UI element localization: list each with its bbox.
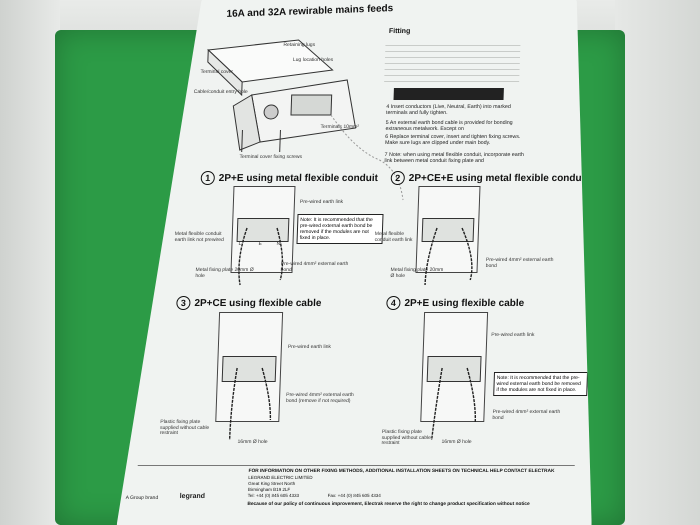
background-wall-left	[0, 0, 60, 525]
legrand-logo: legrand	[179, 493, 206, 500]
group-brand-text: A Group brand	[125, 495, 159, 501]
footer-fax: Fax: +44 (0) 845 605 4334	[327, 493, 381, 498]
footer-disclaimer: Because of our policy of continuous impr…	[247, 502, 530, 507]
top-exploded-diagram	[117, 0, 610, 525]
instruction-sheet: 16A and 32A rewirable mains feeds Retain…	[117, 0, 610, 525]
footer-tel: Tel: +44 (0) 845 605 4333	[247, 493, 300, 498]
footer-divider	[138, 465, 575, 466]
footer-info: FOR INFORMATION ON OTHER FIXING METHODS,…	[248, 469, 555, 474]
wiring-lines	[117, 0, 610, 525]
background-wall-right	[615, 0, 700, 525]
sheet-footer: FOR INFORMATION ON OTHER FIXING METHODS,…	[117, 465, 594, 525]
